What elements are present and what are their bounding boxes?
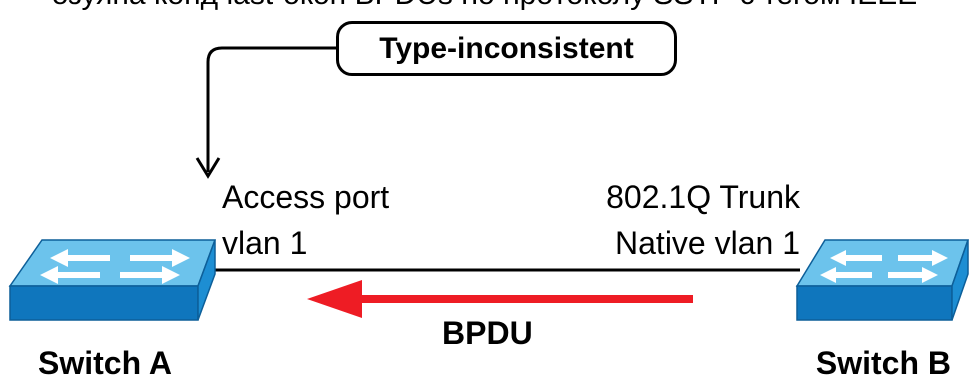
switch-a-port-type: Access port	[222, 179, 390, 215]
switch-b-port-type: 802.1Q Trunk	[606, 179, 800, 215]
bpdu-label: BPDU	[442, 315, 533, 351]
switch-b-name: Switch B	[815, 345, 951, 381]
switch-a-icon	[8, 239, 217, 321]
switch-b-icon	[795, 239, 969, 321]
switch-a-vlan: vlan 1	[222, 225, 308, 261]
switch-a-name: Switch A	[38, 345, 172, 381]
cropped-caption-text: озуяна конд last-oкoн BPDUs no npoтоколу…	[0, 0, 969, 12]
switch-b-vlan: Native vlan 1	[615, 225, 800, 261]
type-inconsistent-callout: Type-inconsistent	[336, 21, 677, 76]
callout-arrowhead	[195, 157, 221, 179]
callout-connector	[206, 46, 336, 172]
bpdu-arrowhead	[307, 280, 362, 318]
